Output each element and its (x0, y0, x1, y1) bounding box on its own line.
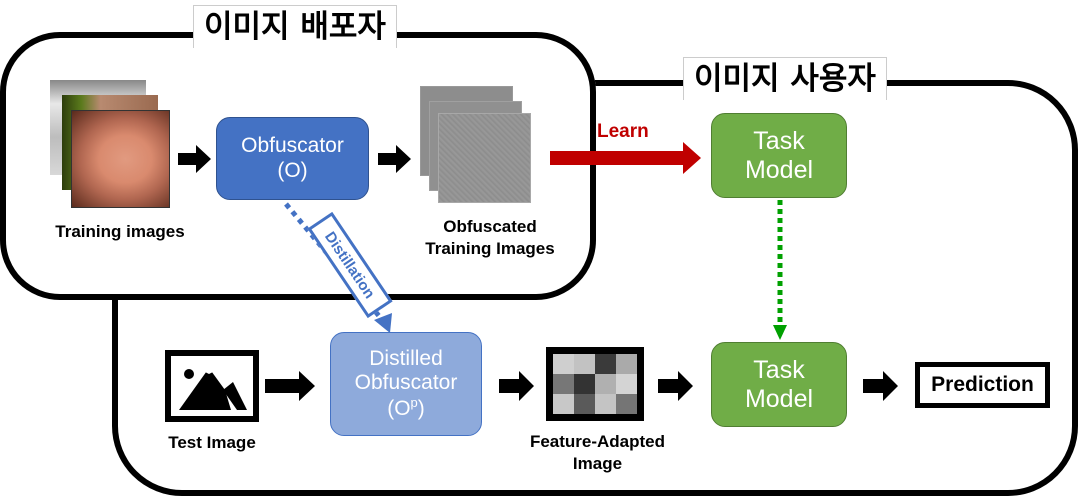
image-provider-title: 이미지 배포자 (193, 5, 397, 48)
training-image-front (71, 110, 170, 208)
feature-grid-cell (553, 374, 574, 394)
arrow-training-to-obfuscator (178, 145, 211, 173)
feature-grid-cell (553, 394, 574, 414)
obfuscated-caption: Obfuscated Training Images (410, 216, 570, 260)
prediction-label: Prediction (931, 373, 1034, 396)
feature-grid-cell (574, 374, 595, 394)
training-images-caption: Training images (55, 222, 185, 241)
arrow-obfuscator-to-obfuscated (378, 145, 411, 173)
distilled-line2: Obfuscator (354, 371, 458, 395)
distilled-obfuscator-node[interactable]: Distilled Obfuscator (Op) (330, 332, 482, 436)
obfuscator-node[interactable]: Obfuscator (O) (216, 117, 369, 200)
obfuscated-image-front (438, 113, 531, 203)
learn-label: Learn (597, 121, 649, 142)
distillation-arrow (284, 202, 392, 333)
arrow-distilled-to-feature (499, 371, 534, 401)
feature-grid-cell (616, 354, 637, 374)
test-image-icon (165, 350, 259, 422)
task-model-top-node[interactable]: Task Model (711, 113, 847, 198)
obfuscator-label-line1: Obfuscator (241, 134, 344, 158)
distilled-line1: Distilled (369, 347, 443, 371)
feature-adapted-image (546, 347, 644, 421)
feature-grid (553, 354, 637, 414)
prediction-box[interactable]: Prediction (915, 362, 1050, 408)
feature-grid-cell (574, 354, 595, 374)
feature-grid-cell (616, 374, 637, 394)
feature-adapted-caption: Feature-Adapted Image (515, 431, 680, 475)
learn-arrow (550, 142, 701, 174)
test-image-caption: Test Image (168, 433, 256, 452)
feature-grid-cell (595, 394, 616, 414)
task-model-bottom-line2: Model (744, 384, 814, 413)
training-images-stack (50, 80, 180, 210)
image-user-title: 이미지 사용자 (683, 57, 887, 100)
task-model-top-line1: Task (753, 126, 805, 155)
distilled-line3-sup: p (410, 394, 418, 410)
feature-grid-cell (595, 374, 616, 394)
feature-grid-cell (574, 394, 595, 414)
distilled-line3-base: (O (387, 396, 411, 420)
task-model-bottom-line1: Task (753, 355, 805, 384)
feature-grid-cell (553, 354, 574, 374)
distilled-line3-end: ) (417, 396, 425, 420)
feature-grid-cell (595, 354, 616, 374)
arrow-task-to-prediction (863, 371, 898, 401)
distilled-line3: (Op) (387, 394, 425, 421)
obfuscated-caption-line1: Obfuscated (443, 217, 537, 236)
feature-adapted-caption-line1: Feature-Adapted (529, 432, 666, 451)
obfuscated-images-stack (420, 86, 540, 206)
feature-grid-cell (616, 394, 637, 414)
obfuscator-label-line2: (O) (277, 158, 308, 182)
arrow-test-to-distilled (265, 371, 315, 401)
obfuscated-caption-line2: Training Images (425, 239, 555, 258)
task-model-bottom-node[interactable]: Task Model (711, 342, 847, 427)
arrow-feature-to-task (658, 371, 693, 401)
feature-adapted-caption-line2: Image (572, 454, 623, 473)
task-transfer-arrow (773, 200, 787, 340)
task-model-top-line2: Model (744, 155, 814, 184)
